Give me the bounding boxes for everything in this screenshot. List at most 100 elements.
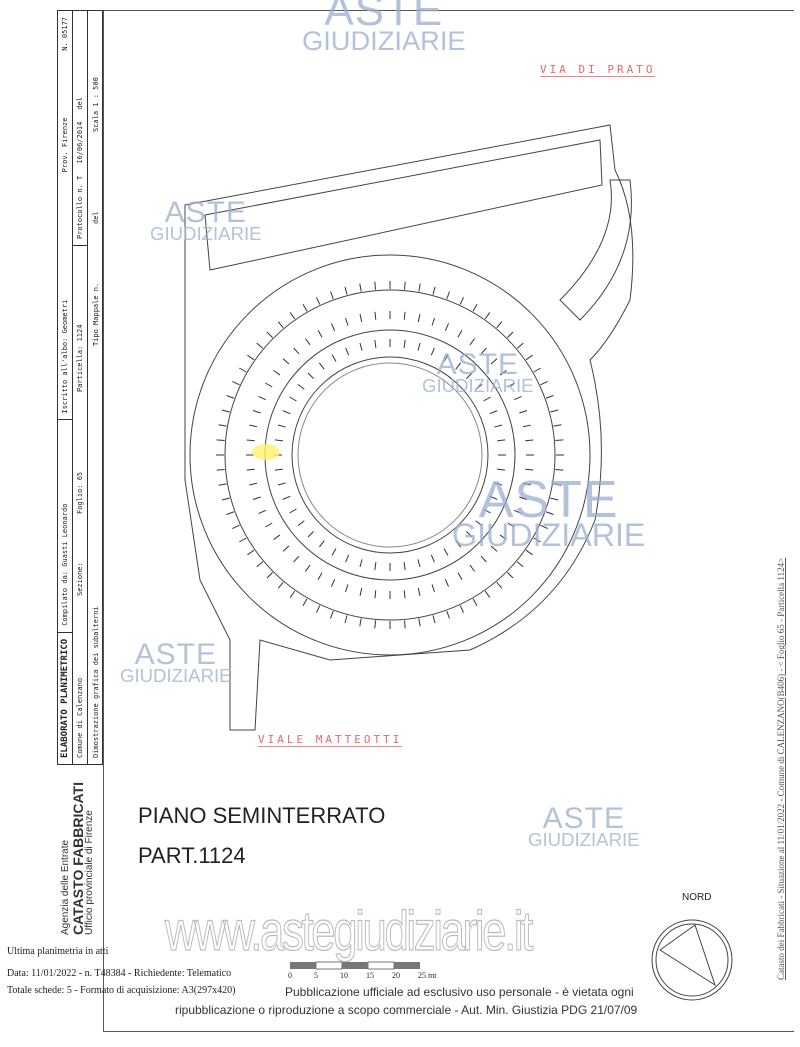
stall-mark bbox=[374, 311, 377, 320]
stall-mark bbox=[239, 537, 247, 543]
stall-mark bbox=[533, 537, 541, 543]
stall-mark bbox=[457, 572, 463, 580]
inner-courtyard bbox=[291, 356, 489, 554]
stall-mark bbox=[226, 395, 235, 399]
street-label-top: VIA DI PRATO bbox=[540, 63, 656, 77]
stall-mark bbox=[417, 314, 421, 323]
stall-mark bbox=[374, 339, 377, 348]
stall-mark bbox=[330, 579, 336, 587]
stall-mark bbox=[252, 496, 261, 500]
stall-mark bbox=[277, 482, 286, 486]
north-arrow bbox=[651, 919, 733, 1001]
highlight-mark bbox=[252, 444, 280, 460]
stall-mark bbox=[555, 439, 564, 442]
stall-mark bbox=[318, 362, 325, 370]
middle-ring-outer bbox=[224, 289, 556, 621]
stall-mark bbox=[249, 424, 258, 428]
stall-mark bbox=[472, 304, 478, 312]
stall-mark bbox=[431, 584, 435, 593]
plan-title: PIANO SEMINTERRATO bbox=[138, 803, 386, 828]
stall-mark bbox=[331, 354, 337, 362]
stall-mark bbox=[446, 291, 450, 300]
stall-mark bbox=[289, 590, 296, 598]
stall-mark bbox=[489, 495, 498, 500]
stall-mark bbox=[359, 314, 363, 323]
stall-mark bbox=[330, 610, 334, 619]
stall-mark bbox=[444, 323, 450, 331]
stall-mark bbox=[496, 321, 503, 329]
stall-mark bbox=[472, 598, 478, 606]
stall-mark bbox=[475, 383, 483, 390]
stall-mark bbox=[432, 286, 436, 295]
stall-mark bbox=[514, 395, 522, 401]
stall-mark bbox=[304, 338, 311, 346]
scale-tick: 25 mt bbox=[418, 971, 437, 980]
stall-mark bbox=[457, 330, 463, 338]
stall-mark bbox=[216, 439, 225, 442]
stall-mark bbox=[446, 610, 450, 619]
stall-mark bbox=[282, 410, 291, 415]
stall-mark bbox=[282, 495, 291, 500]
stall-mark bbox=[307, 372, 314, 379]
stall-mark bbox=[496, 581, 503, 589]
stall-mark bbox=[374, 281, 377, 290]
stall-mark bbox=[403, 590, 406, 599]
stall-mark bbox=[316, 297, 321, 305]
stall-mark bbox=[494, 424, 503, 428]
stall-mark bbox=[374, 590, 377, 599]
stall-mark bbox=[331, 548, 337, 556]
scale-tick: 5 bbox=[314, 971, 318, 980]
stall-mark bbox=[258, 509, 266, 515]
stall-mark bbox=[282, 545, 290, 552]
stall-mark bbox=[550, 409, 559, 413]
stall-mark bbox=[345, 554, 350, 563]
stall-mark bbox=[218, 424, 227, 427]
publication-notice-1: Pubblicazione ufficiale ad esclusivo uso… bbox=[285, 985, 634, 999]
publication-notice-2: ripubblicazione o riproduzione a scopo c… bbox=[175, 1003, 638, 1017]
stall-mark bbox=[480, 347, 487, 355]
stall-mark bbox=[469, 564, 476, 572]
stall-mark bbox=[483, 396, 491, 402]
stall-mark bbox=[432, 615, 436, 624]
stall-mark bbox=[516, 561, 524, 568]
stall-mark bbox=[507, 331, 514, 338]
stall-mark bbox=[232, 524, 240, 529]
stall-mark bbox=[289, 508, 297, 514]
stall-mark bbox=[218, 483, 227, 486]
scale-tick: 0 bbox=[288, 971, 292, 980]
ramp bbox=[559, 179, 632, 321]
stall-mark bbox=[475, 520, 483, 527]
stall-mark bbox=[302, 598, 308, 606]
scale-tick: 15 bbox=[366, 971, 374, 980]
stall-mark bbox=[359, 559, 363, 568]
stall-mark bbox=[430, 554, 435, 563]
stall-mark bbox=[330, 323, 336, 331]
stall-mark bbox=[540, 524, 548, 529]
stall-mark bbox=[484, 312, 491, 320]
stall-mark bbox=[497, 439, 506, 442]
stall-mark bbox=[293, 347, 300, 355]
stall-mark bbox=[274, 439, 283, 442]
stall-mark bbox=[297, 383, 305, 390]
stall-mark bbox=[403, 311, 406, 320]
stall-mark bbox=[514, 509, 522, 515]
stall-mark bbox=[344, 615, 348, 624]
stall-mark bbox=[497, 468, 506, 471]
footer-line1: Ultima planimetria in atti bbox=[7, 946, 109, 957]
stall-mark bbox=[318, 540, 325, 548]
stall-mark bbox=[430, 347, 435, 356]
north-label: NORD bbox=[682, 892, 712, 903]
site-watermark: www.astegiudiziarie.it bbox=[165, 899, 534, 962]
stall-mark bbox=[232, 381, 240, 386]
stall-mark bbox=[522, 424, 531, 428]
stall-mark bbox=[247, 354, 255, 361]
stall-mark bbox=[277, 424, 286, 428]
stall-mark bbox=[540, 381, 548, 386]
stall-mark bbox=[403, 339, 406, 348]
stall-mark bbox=[345, 584, 349, 593]
stall-mark bbox=[317, 330, 323, 338]
stall-mark bbox=[444, 579, 450, 587]
stall-mark bbox=[266, 572, 273, 579]
